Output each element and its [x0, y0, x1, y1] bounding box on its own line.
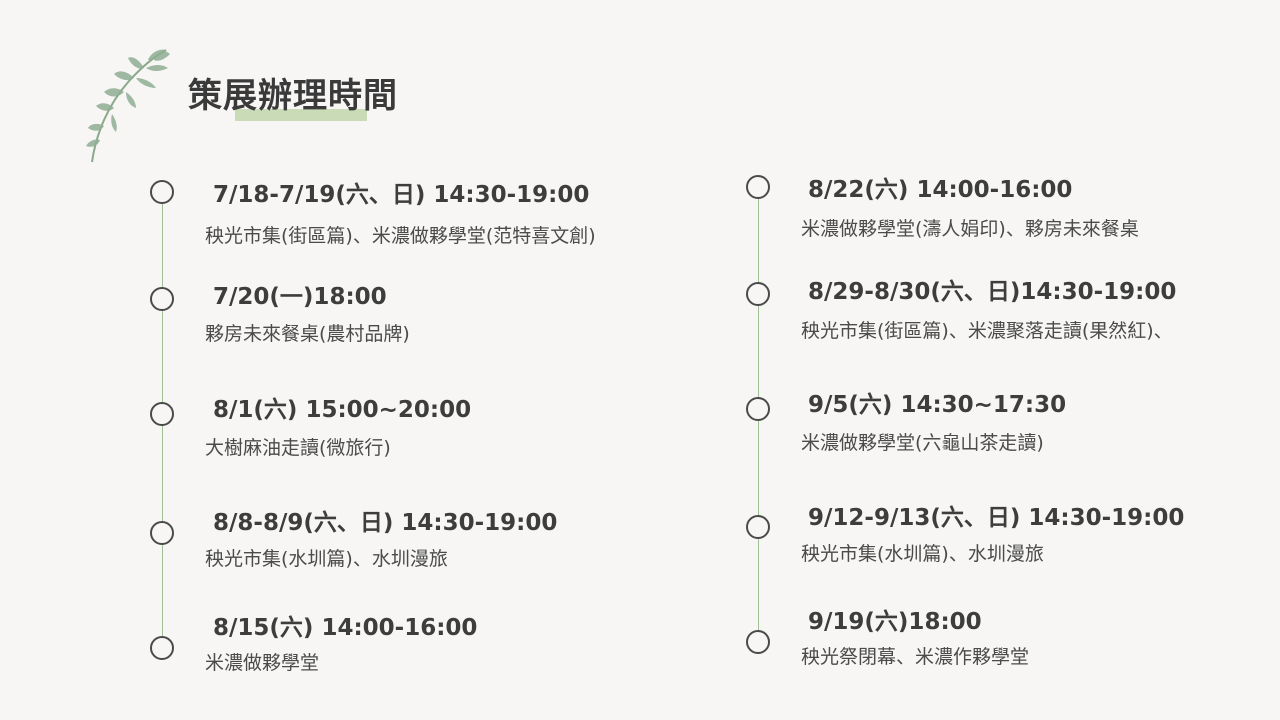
event-date: 8/8-8/9(六、日) 14:30-19:00 [213, 510, 558, 536]
event-date: 8/29-8/30(六、日)14:30-19:00 [808, 279, 1177, 305]
event-date: 9/12-9/13(六、日) 14:30-19:00 [808, 505, 1185, 531]
event-desc: 米濃做夥學堂(六龜山茶走讀) [801, 432, 1044, 454]
event-desc: 秧光祭閉幕、米濃作夥學堂 [801, 646, 1030, 668]
page-title: 策展辦理時間 [188, 76, 398, 116]
title-highlight [235, 109, 367, 121]
event-date: 9/19(六)18:00 [808, 609, 982, 635]
event-desc: 秧光市集(街區篇)、米濃聚落走讀(果然紅)、 [801, 320, 1173, 342]
event-date: 8/22(六) 14:00-16:00 [808, 177, 1073, 203]
timeline-dot [746, 175, 770, 199]
title-block: 策展辦理時間 [188, 74, 398, 121]
event-desc: 秧光市集(水圳篇)、水圳漫旅 [205, 548, 448, 570]
timeline-dot [150, 402, 174, 426]
event-desc: 秧光市集(街區篇)、米濃做夥學堂(范特喜文創) [205, 225, 596, 247]
event-date: 7/18-7/19(六、日) 14:30-19:00 [213, 182, 590, 208]
timeline-dot [746, 515, 770, 539]
timeline-dot [746, 282, 770, 306]
event-desc: 大樹麻油走讀(微旅行) [205, 437, 391, 459]
event-date: 9/5(六) 14:30~17:30 [808, 392, 1067, 418]
timeline-dot [150, 636, 174, 660]
event-desc: 米濃做夥學堂 [205, 652, 320, 674]
event-desc: 夥房未來餐桌(農村品牌) [205, 323, 410, 345]
leaf-branch-icon [86, 49, 170, 163]
timeline-dot [746, 397, 770, 421]
event-date: 7/20(一)18:00 [213, 284, 387, 310]
timeline-dot [150, 521, 174, 545]
event-date: 8/1(六) 15:00~20:00 [213, 397, 472, 423]
timeline-dot [150, 180, 174, 204]
event-date: 8/15(六) 14:00-16:00 [213, 615, 478, 641]
timeline-dot [150, 287, 174, 311]
event-desc: 米濃做夥學堂(濤人娟印)、夥房未來餐桌 [801, 218, 1139, 240]
event-desc: 秧光市集(水圳篇)、水圳漫旅 [801, 543, 1044, 565]
timeline-dot [746, 630, 770, 654]
